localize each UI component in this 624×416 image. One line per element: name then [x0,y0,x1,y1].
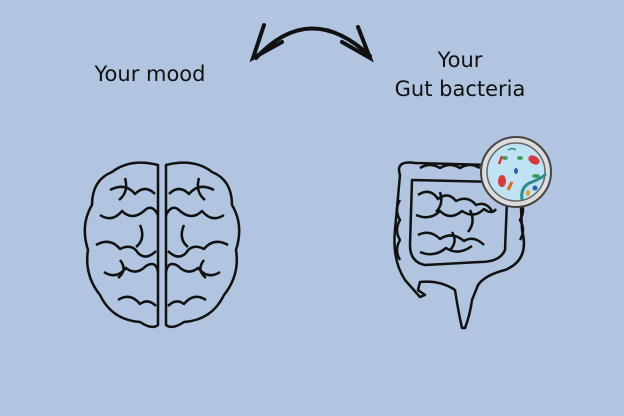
brain-icon [83,161,241,329]
mood-label: Your mood [94,62,206,86]
gut-label-line1: Your [437,48,483,72]
gut-label-line2: Gut bacteria [394,77,526,101]
bacteria-magnifier-icon [480,136,552,208]
gut-bacteria-label: Your Gut bacteria [370,46,550,104]
double-arrow-icon [249,23,374,63]
